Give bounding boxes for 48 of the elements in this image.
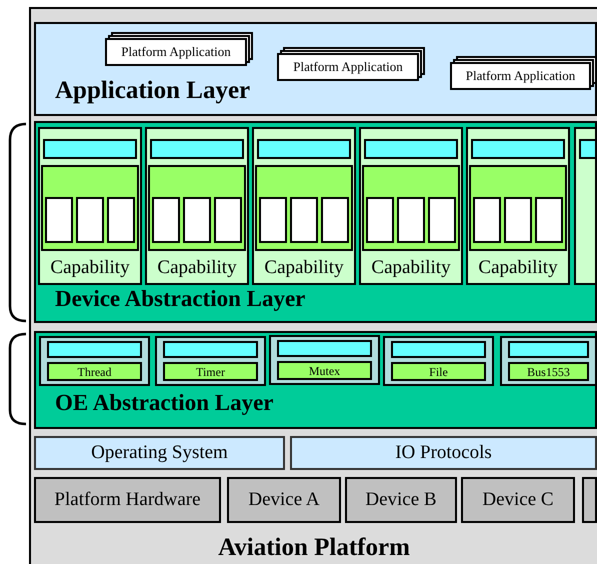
box-label: Platform Application [464, 67, 576, 86]
service-card [155, 336, 266, 386]
hardware-box [227, 477, 341, 523]
layer-title: Aviation Platform [217, 535, 411, 560]
box-label: Device A [247, 488, 321, 512]
hardware-box [34, 477, 221, 523]
hardware-box [461, 477, 575, 523]
service-card [269, 335, 380, 385]
capability-card [466, 127, 570, 285]
capability-card [252, 127, 356, 285]
layer-title: Application Layer [55, 78, 250, 103]
box-label: Operating System [90, 440, 229, 465]
capability-card [359, 127, 463, 285]
box-label: Capability [370, 258, 452, 277]
application-card [105, 38, 247, 66]
service-label: Mutex [277, 361, 372, 380]
service-card [383, 336, 494, 386]
box-label: IO Protocols [394, 440, 493, 465]
capability-card [145, 127, 249, 285]
layer-panel [34, 22, 597, 116]
service-label: Bus1553 [508, 362, 589, 381]
service-card [500, 336, 597, 386]
box-label: Capability [156, 258, 238, 277]
platform-panel [29, 7, 597, 564]
capability-card [38, 127, 142, 285]
application-card [277, 53, 419, 81]
box-label: Capability [49, 258, 131, 277]
box-label: Device B [364, 488, 438, 512]
software-box [290, 436, 597, 470]
box-label: Platform Application [292, 58, 404, 76]
layer-title: Device Abstraction Layer [55, 287, 306, 310]
cut-off-box [582, 477, 597, 523]
service-label: Timer [163, 362, 258, 381]
layer-panel [34, 331, 597, 429]
application-card [450, 62, 591, 90]
layer-title: OE Abstraction Layer [55, 391, 274, 414]
box-label: Capability [263, 258, 345, 277]
service-label: Thread [47, 362, 142, 381]
layer-panel [34, 121, 597, 323]
box-label: Platform Hardware [53, 488, 202, 512]
box-label: Platform Application [120, 43, 232, 62]
service-label: File [391, 362, 486, 381]
box-label: Device C [481, 488, 555, 512]
software-box [34, 436, 285, 470]
box-label: Capability [477, 258, 559, 277]
service-card [39, 336, 150, 386]
cut-off-box [574, 127, 597, 285]
hardware-box [345, 477, 457, 523]
